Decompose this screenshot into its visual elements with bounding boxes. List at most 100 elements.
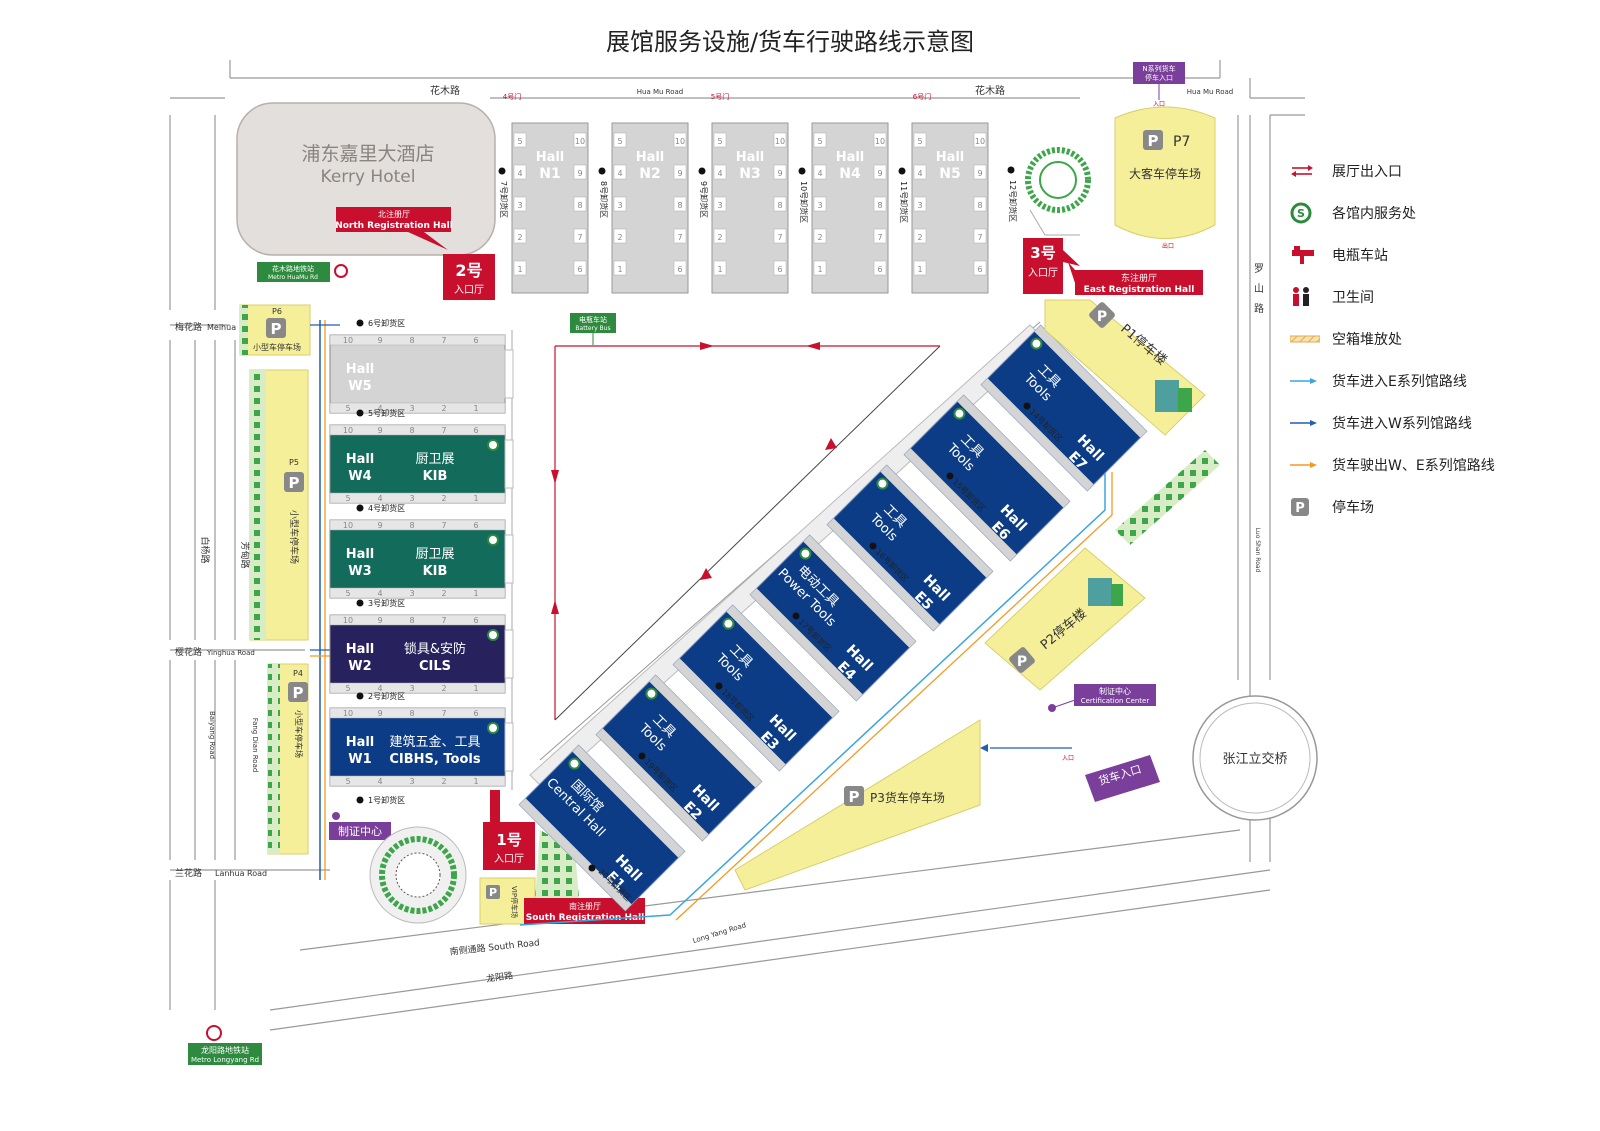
door-number: 4: [817, 169, 822, 178]
door-number: 2: [817, 233, 822, 242]
door-number: 10: [343, 616, 353, 625]
svg-text:停车入口: 停车入口: [1145, 73, 1173, 82]
svg-text:P: P: [849, 788, 860, 806]
svg-text:North Registration Hall: North Registration Hall: [335, 221, 453, 231]
svg-text:P5: P5: [289, 458, 299, 467]
door-number: 10: [675, 137, 685, 146]
door-number: 5: [717, 137, 722, 146]
service-icon: [487, 629, 499, 641]
svg-text:芳甸路: 芳甸路: [239, 541, 251, 568]
hall-word: Hall: [346, 452, 375, 467]
metro-icon: [206, 1025, 222, 1041]
restroom-icon: [1290, 287, 1320, 307]
hall-code: W2: [348, 659, 371, 674]
hall-exhibit-en: CIBHS, Tools: [389, 752, 480, 767]
dock-marker: [792, 612, 800, 620]
door-number: 4: [517, 169, 522, 178]
door-number: 1: [917, 265, 922, 274]
dock-marker: [356, 319, 364, 327]
legend-item: 货车进入W系列馆路线: [1290, 402, 1590, 444]
door-number: 3: [717, 201, 722, 210]
door-number: 3: [409, 404, 414, 413]
dock-marker: [356, 692, 364, 700]
svg-text:制证中心: 制证中心: [1099, 686, 1131, 696]
door-number: 1: [473, 404, 478, 413]
hall-exhibit-en: CILS: [419, 659, 451, 674]
svg-text:入口: 入口: [1062, 755, 1074, 762]
door-number: 9: [677, 169, 682, 178]
dock-label: 8号卸货区: [599, 181, 609, 218]
door-number: 4: [377, 684, 382, 693]
door-number: 1: [473, 684, 478, 693]
dock-marker: [356, 409, 364, 417]
svg-text:Hua Mu Road: Hua Mu Road: [1187, 88, 1233, 96]
svg-text:4号门: 4号门: [503, 92, 521, 101]
svg-text:P: P: [271, 320, 282, 338]
svg-text:P: P: [1017, 654, 1027, 670]
metro-huamu: 花木路地铁站 Metro HuaMu Rd: [257, 262, 348, 282]
door-number: 8: [409, 521, 414, 530]
door-number: 1: [473, 777, 478, 786]
e-route-lines: [519, 470, 1113, 926]
svg-text:南注册厅: 南注册厅: [569, 901, 601, 911]
door-number: 2: [441, 404, 446, 413]
svg-text:路: 路: [1254, 302, 1264, 315]
hall-code: N4: [839, 166, 861, 182]
service-icon: [799, 547, 812, 560]
hall-exhibit-cn: 厨卫展: [415, 547, 454, 562]
door-number: 1: [517, 265, 522, 274]
door-number: 8: [977, 201, 982, 210]
svg-text:Fang Dian Road: Fang Dian Road: [251, 718, 259, 773]
door-number: 7: [441, 709, 446, 718]
service-icon: [876, 477, 889, 490]
parking-p7: P P7 大客车停车场: [1114, 106, 1216, 239]
door-number: 2: [917, 233, 922, 242]
svg-text:VIP停车场: VIP停车场: [510, 886, 519, 918]
door-number: 5: [917, 137, 922, 146]
hall-code: W4: [348, 469, 371, 484]
svg-text:5号门: 5号门: [711, 92, 729, 101]
parking-p3: P P3货车停车场: [734, 719, 981, 891]
entrance-1: 1号 入口厅: [483, 790, 535, 870]
door-number: 10: [343, 336, 353, 345]
door-number: 4: [377, 404, 382, 413]
parking-west: P6 P 小型车停车场 P5 P 小型车停车场 P4 P 小型车停车场: [239, 304, 311, 855]
dock-12: 12号卸货区: [1007, 166, 1018, 222]
door-number: 9: [377, 521, 382, 530]
door-number: 3: [409, 589, 414, 598]
door-number: 10: [343, 709, 353, 718]
door-number: 3: [409, 684, 414, 693]
svg-text:P7: P7: [1173, 134, 1190, 150]
service-icon: [953, 407, 966, 420]
svg-text:P: P: [1148, 132, 1159, 150]
svg-text:P: P: [293, 684, 304, 702]
entrance-icon: [1290, 161, 1320, 181]
svg-text:12号卸货区: 12号卸货区: [1008, 180, 1018, 222]
north-green-plaza: [1025, 147, 1091, 236]
door-number: 5: [345, 589, 350, 598]
svg-text:龙阳路: 龙阳路: [485, 969, 513, 985]
door-number: 10: [775, 137, 785, 146]
east-cert-center: 制证中心 Certification Center: [1048, 684, 1156, 712]
door-number: 7: [441, 521, 446, 530]
svg-text:出口: 出口: [1162, 242, 1174, 250]
hall-word: Hall: [636, 150, 665, 165]
door-number: 1: [473, 589, 478, 598]
door-number: 10: [343, 521, 353, 530]
entrance-3: 3号 入口厅: [1023, 238, 1080, 294]
door-number: 5: [345, 494, 350, 503]
service-icon: [645, 687, 658, 700]
svg-text:张江立交桥: 张江立交桥: [1222, 751, 1287, 767]
dock-label: 2号卸货区: [368, 691, 405, 701]
hall-exhibit-cn: 建筑五金、工具: [389, 734, 480, 750]
legend-item: P 停车场: [1290, 486, 1590, 528]
door-number: 8: [777, 201, 782, 210]
e-truck-entry-label: 入口 货车入口: [1062, 755, 1160, 802]
hall-word: Hall: [736, 150, 765, 165]
svg-text:P: P: [489, 886, 497, 899]
